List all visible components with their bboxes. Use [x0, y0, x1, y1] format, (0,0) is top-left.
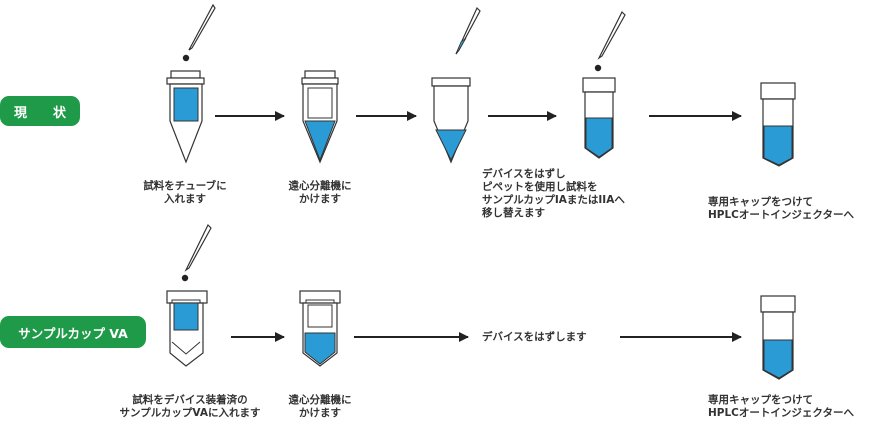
pipette-icon: [181, 223, 212, 282]
row2-step4-caption: 専用キャップをつけて HPLCオートインジェクターへ: [708, 394, 854, 419]
row2-step4-illustration: [760, 295, 796, 380]
pipette-icon: [182, 3, 216, 62]
row2-step1-caption: 試料をデバイス装着済の サンプルカップVAに入れます: [119, 394, 261, 419]
row2-step3-caption: デバイスをはずします: [482, 331, 587, 343]
row1-step3-caption: デバイスをはずし ピペットを使用し試料を サンプルカップIAまたはIIAへ 移し…: [482, 168, 625, 219]
row1-step5-illustration: [760, 82, 796, 167]
row1-step2-illustration: [301, 70, 339, 164]
row1-step4-caption: 専用キャップをつけて HPLCオートインジェクターへ: [708, 196, 854, 221]
row2-step2-illustration: [299, 290, 341, 367]
row1-step3-illustration: [431, 6, 481, 164]
pipette-icon: [455, 6, 481, 55]
row1-step1-caption: 試料をチューブに 入れます: [143, 180, 227, 205]
row-label-current: 現 状: [0, 96, 80, 126]
row1-step1-illustration: [166, 3, 216, 164]
tube-icon: [166, 70, 205, 164]
pipette-icon: [594, 10, 626, 72]
row1-step4-illustration: [582, 10, 626, 159]
row-label-sample-cup-va: サンプルカップ VA: [0, 316, 146, 348]
row2-step1-illustration: [166, 223, 212, 367]
row1-step2-caption: 遠心分離機に かけます: [288, 180, 352, 205]
row2-step2-caption: 遠心分離機に かけます: [288, 394, 352, 419]
